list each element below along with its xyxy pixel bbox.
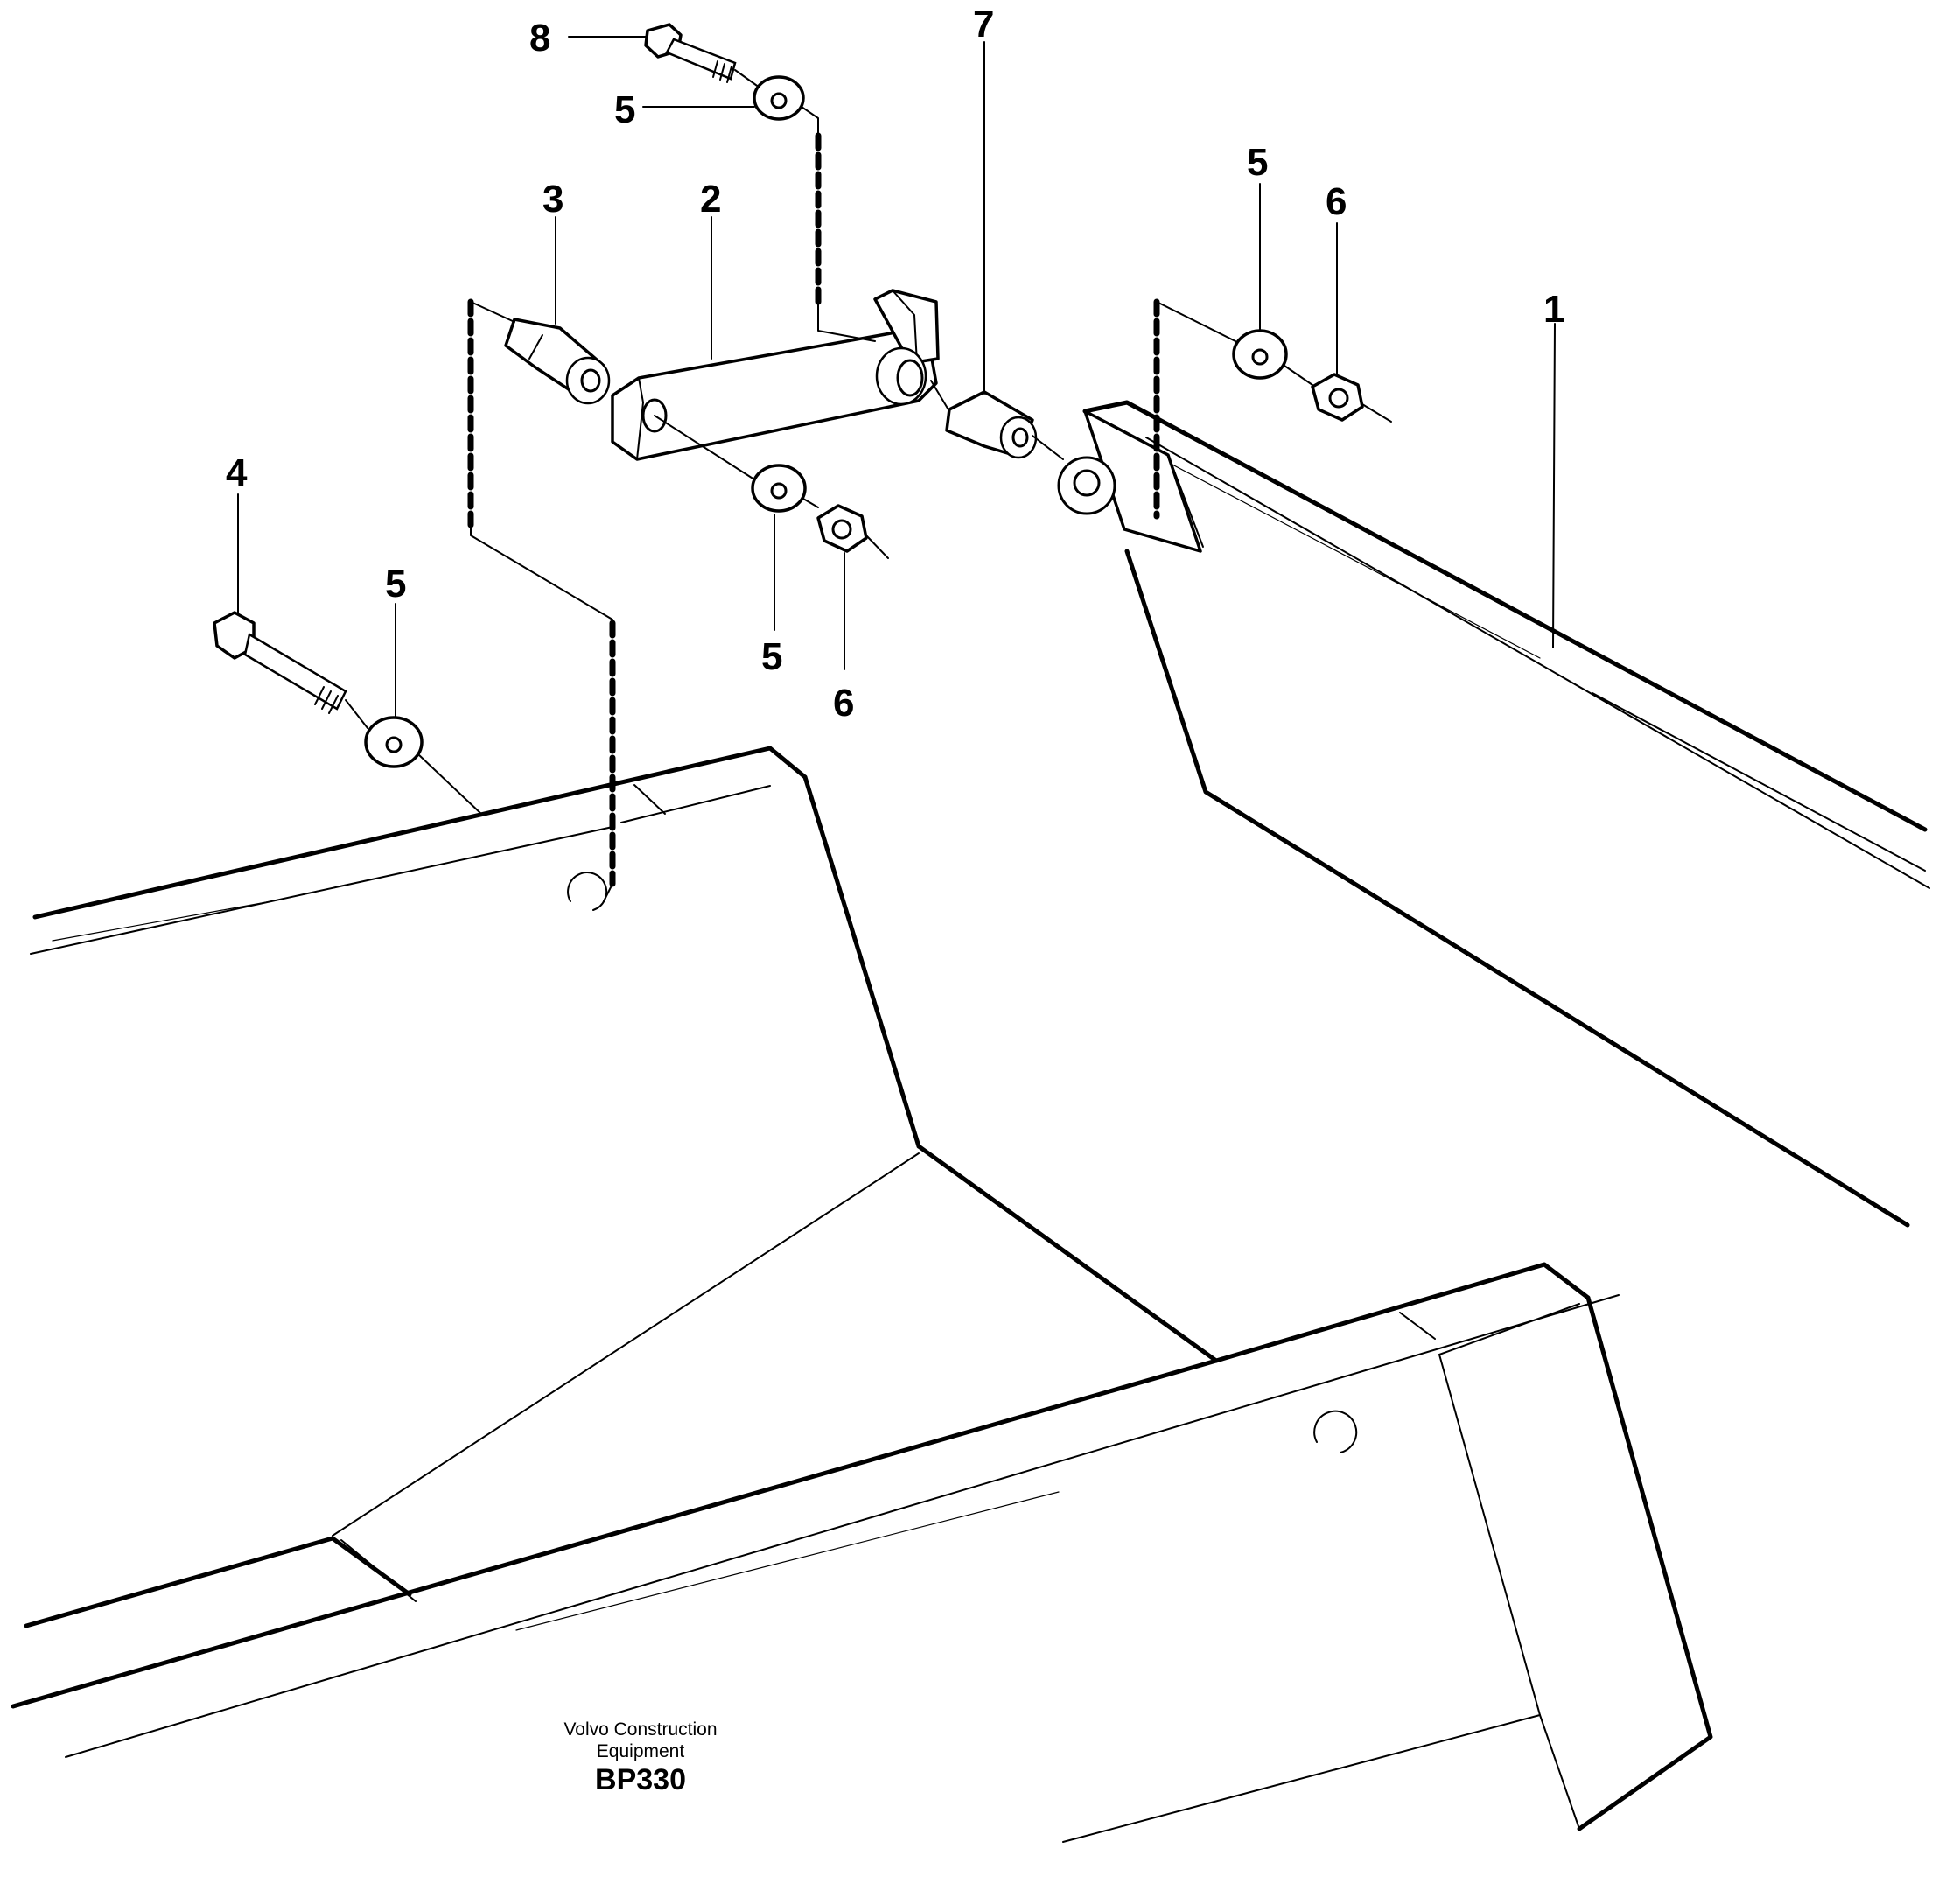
- callout-5-left: 5: [385, 563, 406, 606]
- link-arm-part-2: [611, 289, 940, 461]
- callout-1: 1: [1544, 288, 1564, 331]
- callout-5-center: 5: [761, 635, 782, 678]
- callout-numbers: 8 5 7 3 2 5 6 1 4 5 5 6: [226, 3, 1564, 724]
- manufacturer-line-1: Volvo Construction: [564, 1719, 717, 1740]
- leader-lines: [237, 36, 1556, 718]
- washers-part-5: [364, 75, 1288, 768]
- bushing-part-3: [504, 318, 611, 405]
- dump-body: [10, 746, 1713, 1843]
- callout-3: 3: [542, 178, 564, 220]
- callout-5-right: 5: [1247, 141, 1268, 184]
- assembly-axes: [345, 69, 1392, 902]
- footer-credit: Volvo Construction Equipment BP330: [564, 1719, 717, 1796]
- bolt-part-4: [213, 611, 347, 714]
- callout-8: 8: [529, 17, 550, 60]
- callout-4: 4: [226, 452, 248, 494]
- bolt-part-8: [644, 23, 737, 83]
- callout-6-right: 6: [1326, 180, 1347, 223]
- bushing-part-7: [945, 390, 1038, 459]
- callout-7: 7: [973, 3, 994, 46]
- callout-6-center: 6: [833, 682, 854, 724]
- manufacturer-line-2: Equipment: [597, 1741, 685, 1761]
- callout-5-top: 5: [614, 88, 635, 131]
- nuts-part-6: [816, 373, 1364, 553]
- side-panel-part-1: [1057, 400, 1930, 1228]
- callout-2: 2: [700, 178, 721, 220]
- diagram-code: BP330: [595, 1763, 686, 1796]
